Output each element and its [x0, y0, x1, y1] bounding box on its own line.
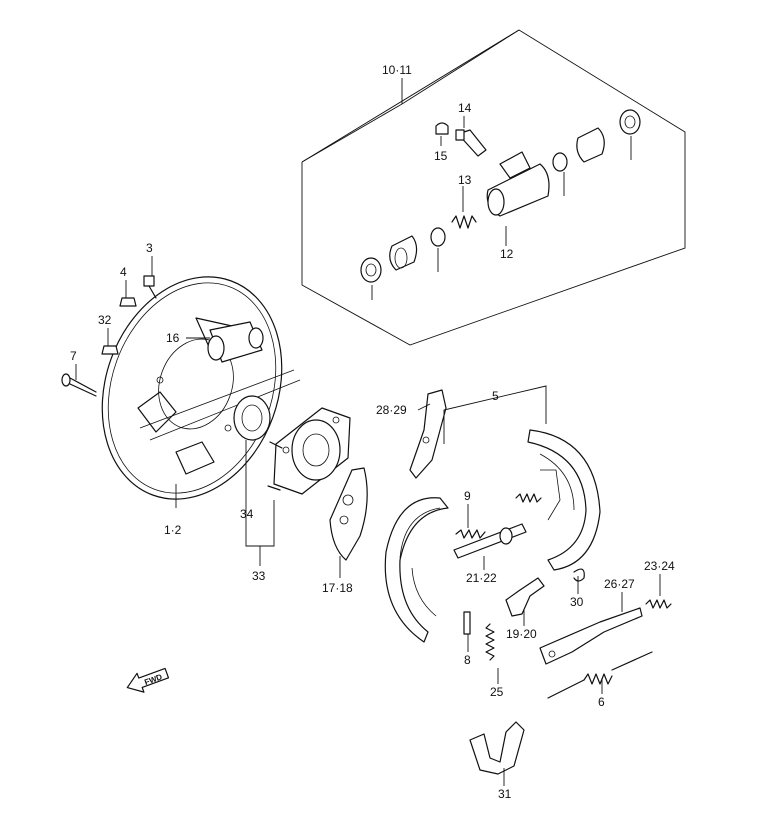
bleeder-bolt-3	[143, 275, 157, 299]
nut-4	[119, 297, 137, 307]
shoe-hold-plate	[329, 467, 368, 561]
callout-14: 14	[458, 101, 472, 115]
callout-5: 5	[492, 389, 499, 403]
wheel-cylinder-kit-group	[301, 29, 686, 346]
callout-25: 25	[490, 685, 504, 699]
callout-1-2: 1·2	[164, 523, 182, 537]
oil-seal-34	[233, 395, 271, 441]
brake-shoe-left	[384, 497, 449, 643]
strut-28-29	[409, 389, 447, 479]
cylinder-spring	[451, 215, 477, 229]
callout-12: 12	[500, 247, 514, 261]
lever-19-20	[505, 577, 545, 617]
hold-down-pin-8	[463, 611, 471, 635]
nut-32	[101, 345, 119, 355]
leader-5-bracket	[443, 385, 547, 444]
parking-lever-26-27	[539, 607, 643, 665]
mounted-wheel-cylinder	[207, 321, 264, 363]
callout-23-24: 23·24	[644, 559, 675, 573]
callout-19-20: 19·20	[506, 627, 537, 641]
bleeder-screw	[455, 129, 487, 157]
return-spring-upper	[515, 493, 542, 503]
dust-boot-right	[619, 109, 641, 135]
cup-seal-right	[552, 152, 568, 172]
clip-30	[573, 568, 585, 582]
callout-21-22: 21·22	[466, 571, 497, 585]
callout-labels: 10·11 14 15 13 12 3 4 32 16 7 28·29 5 9 …	[70, 63, 675, 801]
callout-4: 4	[120, 265, 127, 279]
callout-7: 7	[70, 349, 77, 363]
bolt-7	[61, 373, 97, 397]
callout-17-18: 17·18	[322, 581, 353, 595]
callout-3: 3	[146, 241, 153, 255]
callout-6: 6	[598, 695, 605, 709]
callout-15: 15	[434, 149, 448, 163]
piston-right	[576, 127, 605, 163]
callout-8: 8	[464, 653, 471, 667]
bleeder-cap	[435, 122, 449, 135]
callout-26-27: 26·27	[604, 577, 635, 591]
callout-10-11: 10·11	[382, 63, 412, 77]
dust-boot-left	[360, 257, 382, 283]
callout-30: 30	[570, 595, 584, 609]
callout-31: 31	[498, 787, 512, 801]
wheel-cylinder-body	[486, 151, 550, 217]
spring-6	[547, 651, 653, 699]
callout-16: 16	[166, 331, 180, 345]
callout-9: 9	[464, 489, 471, 503]
callout-13: 13	[458, 173, 472, 187]
callout-28-29: 28·29	[376, 403, 407, 417]
brake-shoe-right	[527, 429, 601, 571]
callout-34: 34	[240, 507, 254, 521]
hold-down-clip-31	[469, 721, 525, 775]
return-spring-9	[455, 529, 486, 539]
callout-33: 33	[252, 569, 266, 583]
spring-23-24	[645, 599, 672, 609]
callout-32: 32	[98, 313, 112, 327]
fwd-label: FWD	[143, 672, 163, 687]
hold-down-spring-25	[485, 623, 495, 661]
forward-arrow-icon: FWD	[126, 667, 170, 693]
piston-left	[389, 235, 418, 271]
leader-lines	[75, 256, 661, 786]
bearing-retainer-33	[267, 407, 351, 495]
cup-seal-left	[430, 227, 446, 247]
adjuster-21-22	[453, 523, 527, 559]
